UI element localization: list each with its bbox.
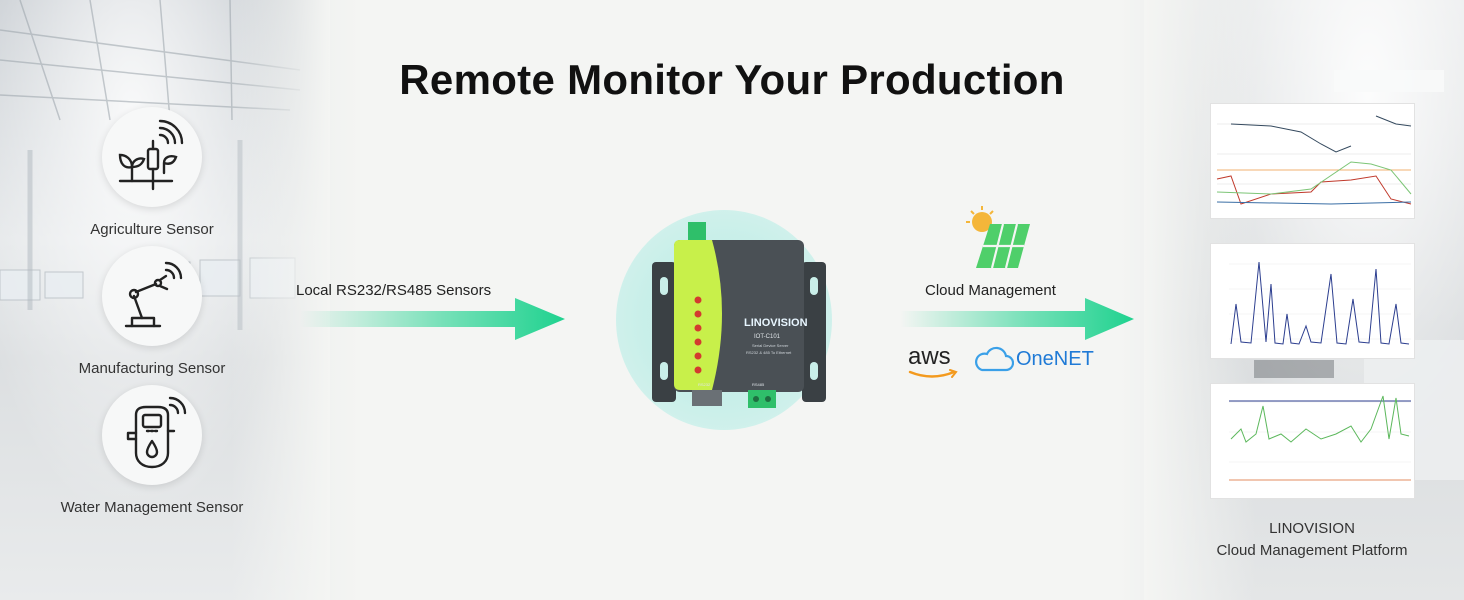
device-subtitle: Serial Device Server bbox=[752, 343, 789, 348]
agriculture-sensor-label: Agriculture Sensor bbox=[90, 221, 214, 238]
aws-smile-icon bbox=[908, 369, 958, 378]
platform-chart-3 bbox=[1210, 383, 1415, 499]
platform-chart-1-plot bbox=[1216, 115, 1412, 205]
page-title: Remote Monitor Your Production bbox=[399, 56, 1065, 103]
platform-caption: LINOVISION Cloud Management Platform bbox=[1190, 518, 1434, 562]
aws-logo: aws bbox=[908, 343, 958, 378]
cloud-icon bbox=[975, 346, 1014, 372]
cloud-management-label: Cloud Management bbox=[925, 282, 1056, 299]
device-brand: LINOVISION bbox=[744, 317, 808, 329]
platform-caption-line2: Cloud Management Platform bbox=[1216, 542, 1408, 559]
aws-logo-text: aws bbox=[908, 343, 951, 370]
device-model: IOT-C101 bbox=[754, 334, 781, 340]
platform-chart-1 bbox=[1210, 103, 1415, 219]
platform-caption-line1: LINOVISION bbox=[1269, 520, 1355, 537]
robot-arm-icon bbox=[124, 261, 183, 328]
serial-device-server: LINOVISION IOT-C101 Serial Device Server… bbox=[652, 222, 826, 408]
device-subtitle2: RS232 & 485 To Ethernet bbox=[746, 350, 792, 355]
platform-chart-2-plot bbox=[1229, 261, 1411, 345]
agriculture-sensor-circle bbox=[102, 107, 202, 207]
manufacturing-sensor: Manufacturing Sensor bbox=[72, 246, 232, 377]
right-flow-arrow bbox=[900, 298, 1134, 340]
platform-chart-3-plot bbox=[1229, 395, 1411, 481]
water-management-sensor-label: Water Management Sensor bbox=[60, 499, 244, 516]
water-meter-icon bbox=[126, 396, 187, 469]
platform-chart-2 bbox=[1210, 243, 1415, 359]
onenet-logo-text: OneNET bbox=[1016, 348, 1094, 370]
agriculture-sensor-icon bbox=[118, 119, 184, 191]
device-port-rs485: RS485 bbox=[752, 382, 765, 387]
water-sensor-circle bbox=[102, 385, 202, 485]
local-sensors-label: Local RS232/RS485 Sensors bbox=[296, 282, 492, 299]
manufacturing-sensor-label: Manufacturing Sensor bbox=[78, 360, 226, 377]
solar-panel-icon bbox=[966, 206, 1030, 268]
device-port-rs232: RS232 bbox=[698, 382, 711, 387]
water-management-sensor: Water Management Sensor bbox=[42, 385, 262, 516]
left-flow-arrow bbox=[300, 298, 565, 340]
agriculture-sensor: Agriculture Sensor bbox=[82, 107, 222, 238]
manufacturing-sensor-circle bbox=[102, 246, 202, 346]
